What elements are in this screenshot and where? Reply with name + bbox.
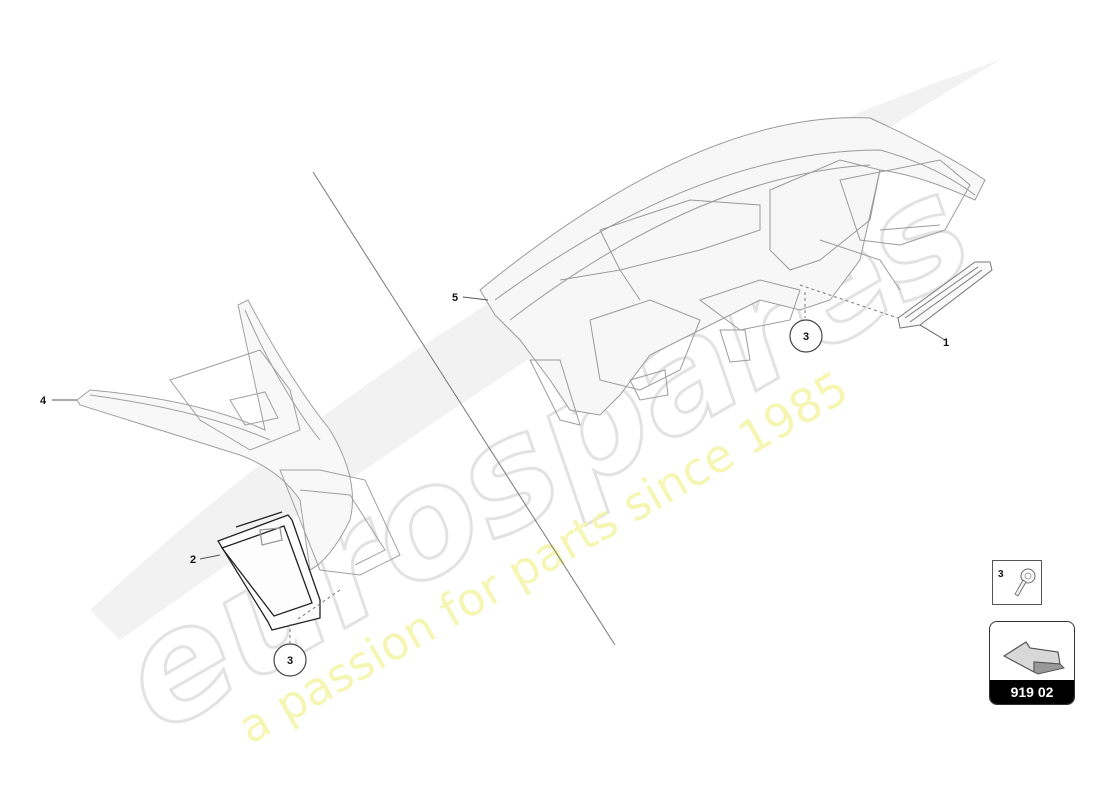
display-panel-part-2 (217, 511, 321, 631)
callout-5: 5 (452, 292, 458, 304)
leader-5 (462, 296, 489, 301)
dashed-leader-2 (297, 589, 341, 620)
callout-1: 1 (943, 337, 949, 349)
callout-3b-label: 3 (287, 655, 293, 667)
screw-legend-number: 3 (998, 569, 1004, 580)
leader-1 (919, 324, 946, 341)
center-console-frame (76, 299, 401, 576)
callout-3-circle-b: 3 (273, 643, 307, 677)
dashboard-carrier (479, 117, 986, 426)
page-reference-box[interactable]: 919 02 (989, 621, 1075, 705)
callout-2: 2 (190, 554, 196, 566)
arrow-icon (1002, 641, 1065, 675)
leader-2 (199, 554, 221, 560)
screw-legend-box: 3 (992, 560, 1042, 605)
divider-line (312, 171, 616, 646)
callout-3a-label: 3 (803, 331, 809, 343)
callout-3-circle-a: 3 (789, 319, 823, 353)
screw-icon (1014, 568, 1036, 597)
dashed-leader-1 (799, 284, 899, 319)
callout-4: 4 (40, 395, 47, 407)
trim-part-1 (897, 261, 993, 329)
page-reference-label: 919 02 (990, 680, 1074, 704)
